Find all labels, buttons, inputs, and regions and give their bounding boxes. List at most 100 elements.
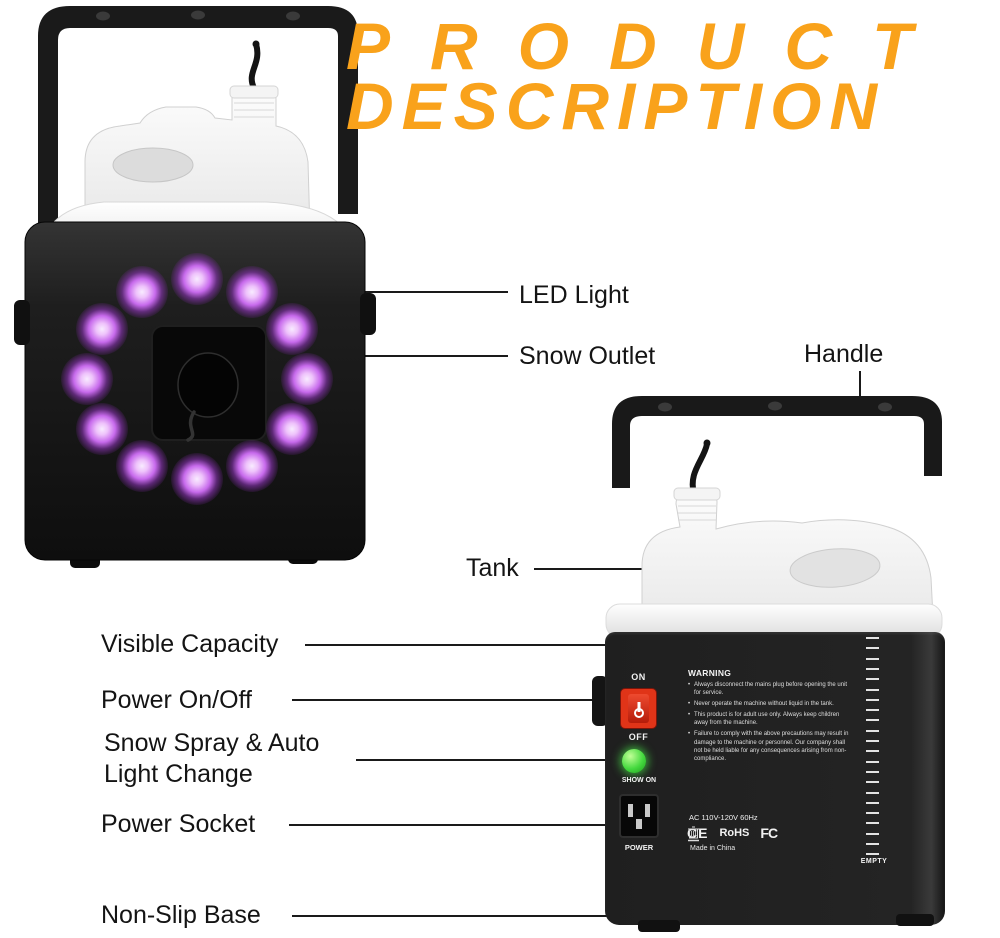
bracket-hole xyxy=(658,402,672,412)
rear-control-panel: ON OFF WARNING Always disconnect the mai… xyxy=(605,632,945,925)
rohs-mark: RoHS xyxy=(719,827,750,839)
tank-spout-cap xyxy=(673,487,721,501)
capacity-scale xyxy=(866,637,882,863)
socket-slot xyxy=(645,804,650,817)
capacity-tick xyxy=(866,657,879,660)
on-label: ON xyxy=(631,672,646,682)
fcc-mark: FC xyxy=(760,825,778,841)
capacity-tick xyxy=(866,801,879,804)
tank-tube xyxy=(689,441,710,497)
handle-bracket xyxy=(612,396,942,488)
callout-line-power-on-off xyxy=(292,699,635,701)
show-on-label: SHOW ON xyxy=(621,777,657,784)
tank-handle-hole xyxy=(112,147,194,183)
capacity-tick xyxy=(866,688,879,691)
capacity-tick xyxy=(866,760,879,763)
label-power-socket: Power Socket xyxy=(101,810,256,838)
label-led-light: LED Light xyxy=(519,281,629,309)
capacity-tick xyxy=(866,781,879,784)
capacity-tick xyxy=(866,709,879,712)
bracket-hole xyxy=(768,401,782,411)
label-power-on-off: Power On/Off xyxy=(101,686,252,714)
outlet-cable xyxy=(186,410,196,442)
callout-line-non-slip-base xyxy=(292,915,700,917)
socket-slot xyxy=(628,804,633,817)
tank-tube-tip xyxy=(703,439,711,447)
capacity-tick xyxy=(866,647,879,650)
led-light xyxy=(281,353,333,405)
led-light xyxy=(61,353,113,405)
capacity-tick xyxy=(866,667,879,670)
page-title: PRODUCT DESCRIPTION xyxy=(346,9,953,143)
callout-line-snow-spray xyxy=(356,759,635,761)
snow-outlet-opening xyxy=(177,352,239,418)
led-ring xyxy=(8,0,388,585)
capacity-tick xyxy=(866,832,879,835)
ac-rating: AC 110V-120V 60Hz xyxy=(689,813,758,822)
label-visible-capacity: Visible Capacity xyxy=(101,630,279,658)
rear-machine-drawing xyxy=(605,396,943,639)
led-light xyxy=(226,266,278,319)
capacity-tick xyxy=(866,678,879,681)
certification-row: CE RoHS FC xyxy=(687,825,778,842)
weee-bin-icon xyxy=(688,826,699,842)
led-light xyxy=(226,439,278,492)
led-light xyxy=(171,253,223,305)
power-switch-rocker xyxy=(628,694,649,723)
made-in-label: Made in China xyxy=(690,845,736,852)
title-line2: DESCRIPTION xyxy=(346,69,886,143)
bracket-hole xyxy=(286,11,300,21)
side-knob xyxy=(14,300,30,345)
label-tank: Tank xyxy=(466,554,519,582)
warning-block: WARNING Always disconnect the mains plug… xyxy=(688,668,854,766)
led-light xyxy=(116,266,168,319)
capacity-tick xyxy=(866,822,879,825)
callout-line-tank xyxy=(534,568,660,570)
capacity-tick xyxy=(866,637,879,639)
non-slip-foot xyxy=(638,920,680,932)
power-switch xyxy=(620,688,657,729)
capacity-tick xyxy=(866,698,879,701)
led-light xyxy=(75,303,128,355)
tank-spout-cap xyxy=(229,85,279,99)
callout-line-power-socket xyxy=(289,824,635,826)
switch-on-mark xyxy=(637,702,640,712)
led-light xyxy=(75,403,128,455)
capacity-tick xyxy=(866,729,879,732)
side-knob xyxy=(360,293,376,335)
capacity-tick xyxy=(866,719,879,722)
capacity-tick xyxy=(866,750,879,753)
tank-tube xyxy=(248,41,261,91)
label-non-slip-base: Non-Slip Base xyxy=(101,901,261,929)
callout-line-visible-capacity xyxy=(305,644,858,646)
power-label: POWER xyxy=(624,843,654,852)
bracket-hole xyxy=(96,11,110,21)
title-line1: PRODUCT xyxy=(346,9,953,83)
capacity-tick xyxy=(866,770,879,773)
tank-tube-tip xyxy=(252,40,260,48)
warning-item: This product is for adult use only. Alwa… xyxy=(688,711,854,727)
snow-machine-rear-view: ON OFF WARNING Always disconnect the mai… xyxy=(590,386,960,938)
tank-handle-hole xyxy=(789,548,881,588)
show-on-button xyxy=(622,749,646,773)
warning-item: Failure to comply with the above precaut… xyxy=(688,730,854,762)
switch-off-mark xyxy=(633,708,644,718)
label-handle: Handle xyxy=(804,340,884,368)
warning-list: Always disconnect the mains plug before … xyxy=(688,681,854,763)
warning-item: Never operate the machine without liquid… xyxy=(688,700,854,708)
off-label: OFF xyxy=(628,732,649,742)
warning-item: Always disconnect the mains plug before … xyxy=(688,681,854,697)
label-snow-outlet: Snow Outlet xyxy=(519,342,656,370)
empty-label: EMPTY xyxy=(860,858,888,865)
bracket-hole xyxy=(878,402,892,412)
capacity-tick xyxy=(866,853,879,856)
callout-line-handle xyxy=(859,371,861,411)
led-light xyxy=(266,303,319,355)
snow-machine-front-view xyxy=(8,0,388,585)
capacity-tick xyxy=(866,740,879,742)
tank xyxy=(84,91,311,233)
bracket-hole xyxy=(191,10,205,20)
capacity-tick xyxy=(866,812,879,815)
label-snow-spray-line1: Snow Spray & Auto xyxy=(104,729,320,757)
